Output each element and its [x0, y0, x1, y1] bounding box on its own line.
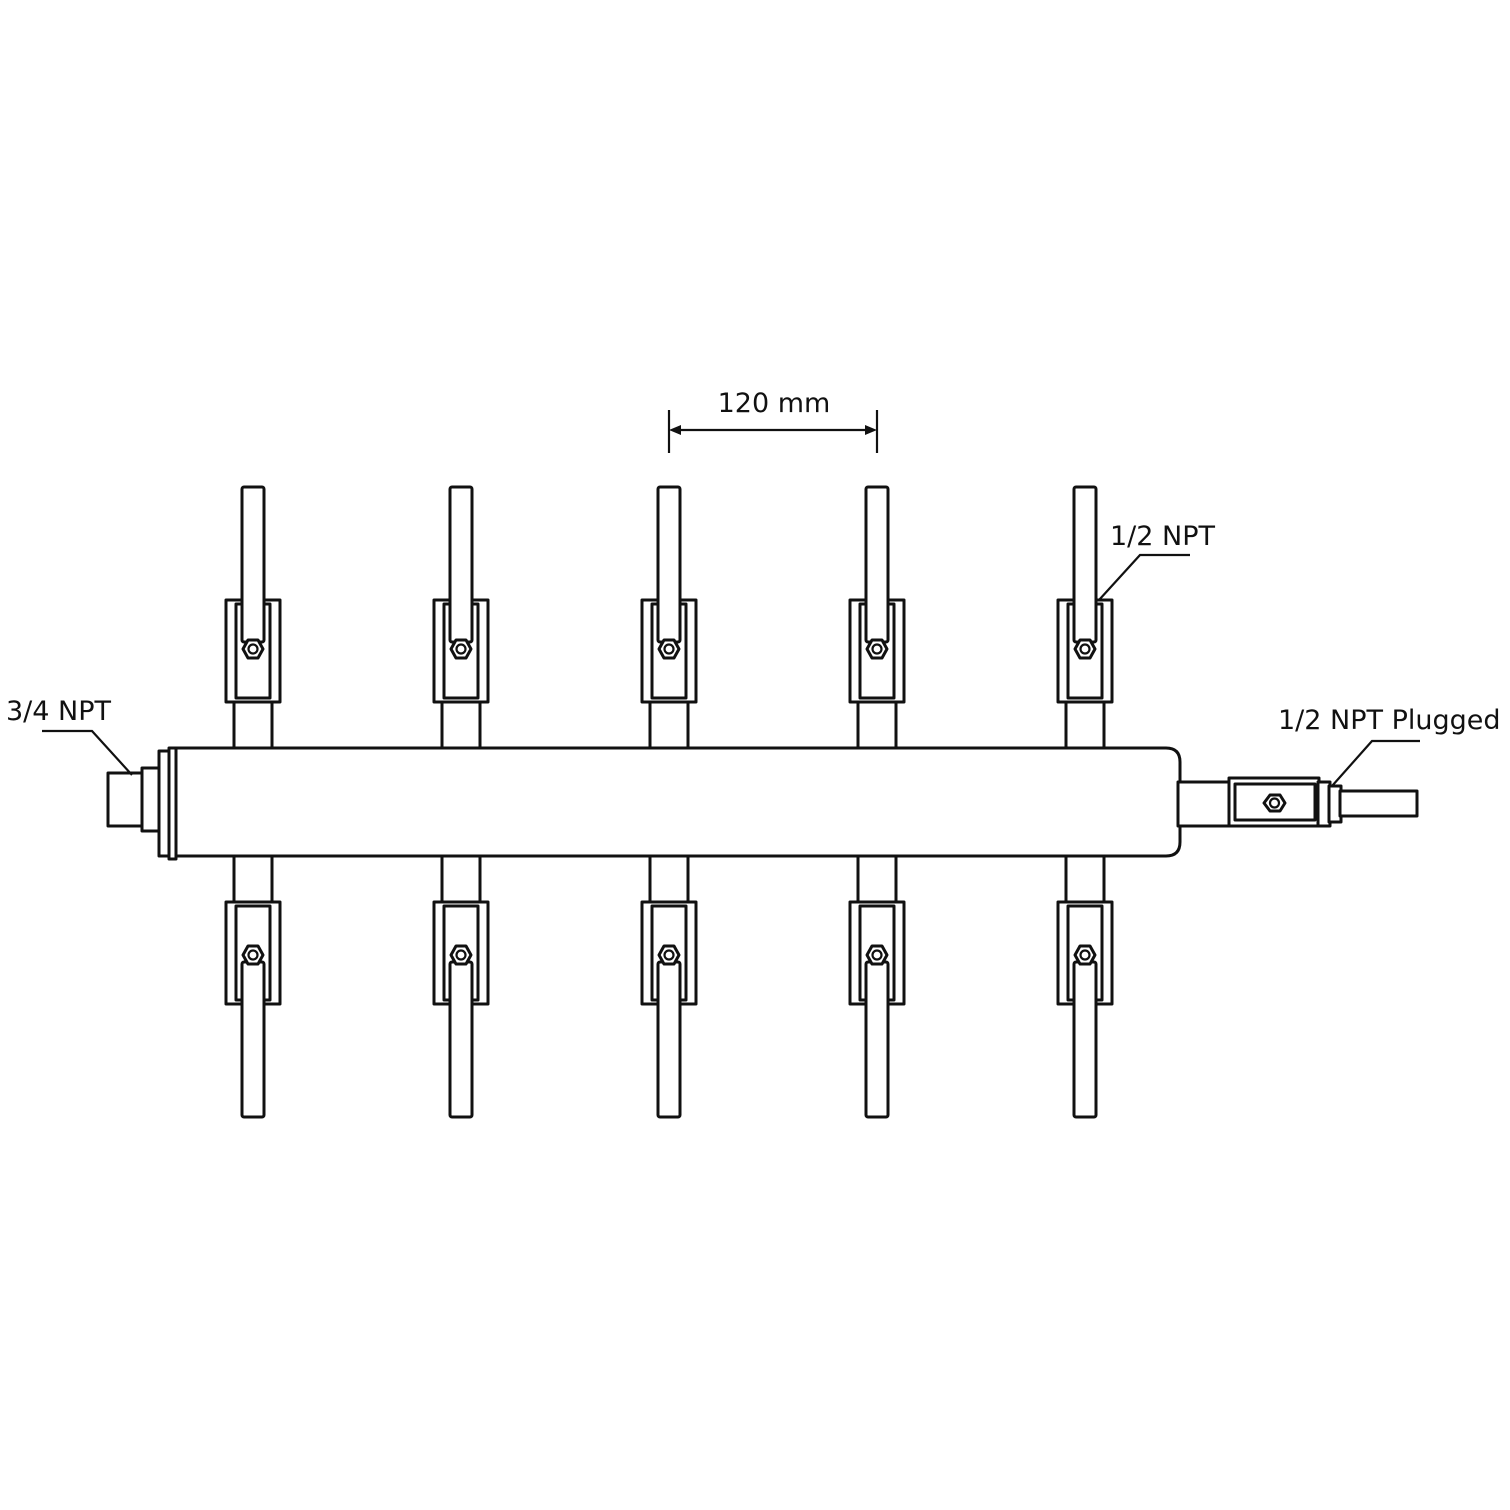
- inlet-label: 3/4 NPT: [6, 696, 112, 727]
- callout-outlet: 1/2 NPT: [1098, 521, 1216, 601]
- valve-bottom-2: [432, 846, 490, 1119]
- valves-top: [224, 485, 1114, 758]
- dimension-120mm: 120 mm: [667, 388, 879, 453]
- callout-inlet: 3/4 NPT: [6, 696, 133, 776]
- valves-bottom: [224, 846, 1114, 1119]
- outlet-label: 1/2 NPT: [1110, 521, 1216, 552]
- valve-bottom-3: [640, 846, 698, 1119]
- valve-bottom-4: [848, 846, 906, 1119]
- inlet-fitting: [106, 746, 178, 861]
- end-plug-assembly: [1176, 776, 1419, 828]
- spacing-label: 120 mm: [718, 388, 831, 419]
- valve-top-5: [1056, 485, 1114, 758]
- end-plug-label: 1/2 NPT Plugged: [1278, 705, 1501, 736]
- valve-top-1: [224, 485, 282, 758]
- valve-bottom-5: [1056, 846, 1114, 1119]
- callout-end-plug: 1/2 NPT Plugged: [1278, 705, 1501, 787]
- valve-top-3: [640, 485, 698, 758]
- valve-top-2: [432, 485, 490, 758]
- valve-top-4: [848, 485, 906, 758]
- manifold-header: [174, 746, 1182, 858]
- valve-bottom-1: [224, 846, 282, 1119]
